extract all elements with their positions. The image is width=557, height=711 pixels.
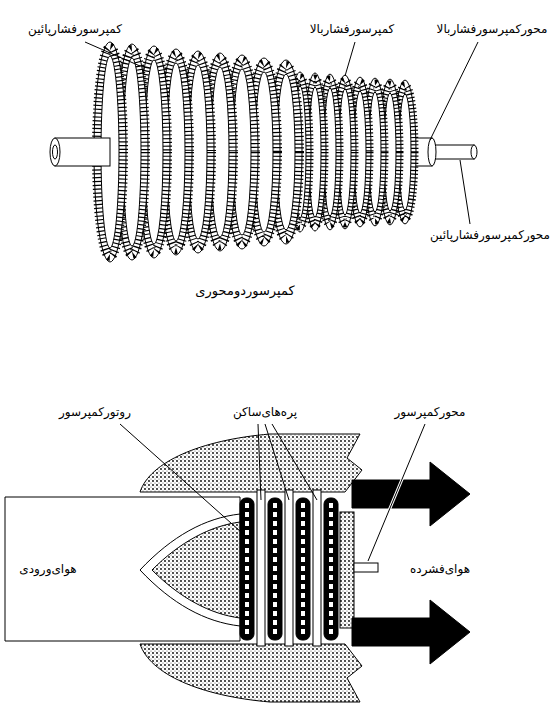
lp-stages: [94, 42, 302, 262]
part-label: محورکمپرسورفشارپائین: [428, 228, 552, 243]
rotor-blade: [296, 498, 310, 640]
compressor-shaft: [354, 563, 378, 572]
leader-line: [345, 42, 355, 76]
leader-line: [368, 424, 425, 561]
part-label: کمپرسورفشارپائین: [26, 22, 124, 37]
axial-compressor: [5, 434, 470, 702]
front-shaft-bore: [53, 145, 58, 159]
leader-line: [85, 42, 140, 66]
leader-line: [265, 424, 289, 500]
lp-shaft-end: [471, 145, 477, 159]
leader-line: [460, 160, 470, 224]
stator-vane: [285, 490, 293, 646]
lp-shaft: [432, 145, 474, 159]
stator-vane: [257, 490, 265, 646]
front-shaft-end: [50, 138, 60, 166]
part-label: محورکمپرسور: [392, 405, 467, 420]
two-spool-rotor: [50, 42, 477, 262]
flow-arrow: [352, 600, 470, 664]
hp-stages: [289, 72, 416, 232]
flow-label: هوای‌فشرده: [408, 562, 472, 577]
blade-shading: [329, 503, 333, 636]
nose-cone: [152, 522, 240, 618]
part-label: محورکمپرسورفشاربالا: [435, 22, 550, 37]
cowl-top: [140, 434, 362, 492]
blade-shading: [273, 503, 277, 636]
leader-line: [430, 42, 478, 140]
front-shaft: [55, 138, 110, 166]
blade-shading: [301, 503, 305, 636]
rear-hub: [340, 512, 354, 628]
rotor-blade: [240, 498, 254, 640]
cowl-bottom: [140, 644, 362, 702]
part-label: روتورکمپرسور: [57, 405, 133, 420]
rotor-blade: [324, 498, 338, 640]
leader-line: [120, 424, 250, 540]
flow-label: هوای‌ورودی: [17, 562, 78, 577]
stator-vane: [313, 490, 321, 646]
part-label: کمپرسورفشاربالا: [308, 22, 397, 37]
leader-halo: [368, 424, 425, 561]
blade-shading: [245, 503, 249, 636]
leader-line: [258, 424, 261, 500]
leader-line: [272, 424, 317, 500]
flow-arrow: [352, 462, 470, 526]
top-leaders: [85, 42, 478, 224]
bottom-leaders: [120, 424, 425, 561]
air-inlet: [5, 497, 240, 641]
cone-outline: [140, 514, 240, 626]
hp-shaft-end: [428, 138, 436, 166]
part-label: پره‌های‌ساکن: [231, 405, 299, 420]
rotor-blade: [268, 498, 282, 640]
figure-caption: کمپرسوردومحوری: [193, 283, 296, 299]
